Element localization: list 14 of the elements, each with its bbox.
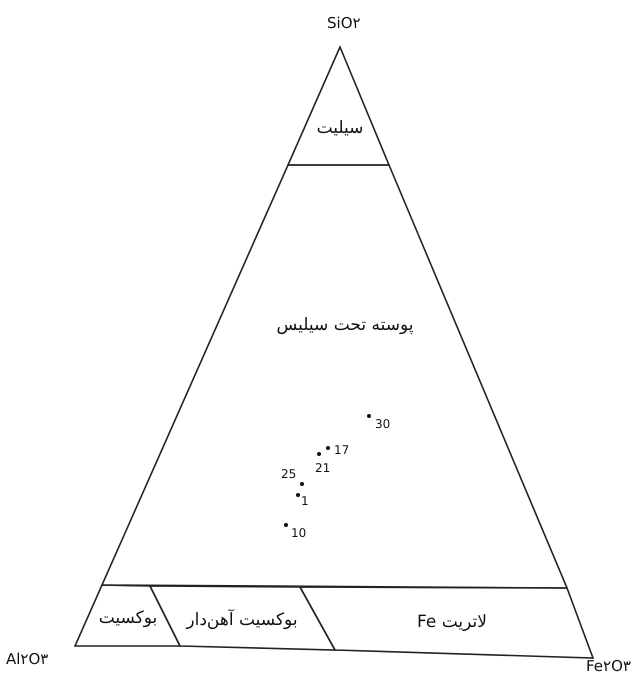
sample-number: 30 (375, 417, 390, 431)
region-label: سیلیت (316, 118, 364, 138)
vertex-label: Fe۲O۳ (586, 657, 631, 675)
sample-number: 10 (291, 526, 306, 540)
vertex-label: SiO۲ (327, 14, 361, 32)
sample-number: 1 (301, 494, 309, 508)
region-label: پوسته تحت سیلیس (276, 315, 414, 335)
region-label: بوکسیت آهن‌دار (186, 610, 298, 630)
sample-number: 21 (315, 461, 330, 475)
region-label: لاتریت Fe (417, 612, 487, 632)
sample-number: 25 (281, 467, 296, 481)
region-label: بوکسیت (98, 608, 158, 628)
vertex-label: Al۲O۳ (6, 650, 48, 668)
sample-number: 17 (334, 443, 350, 457)
